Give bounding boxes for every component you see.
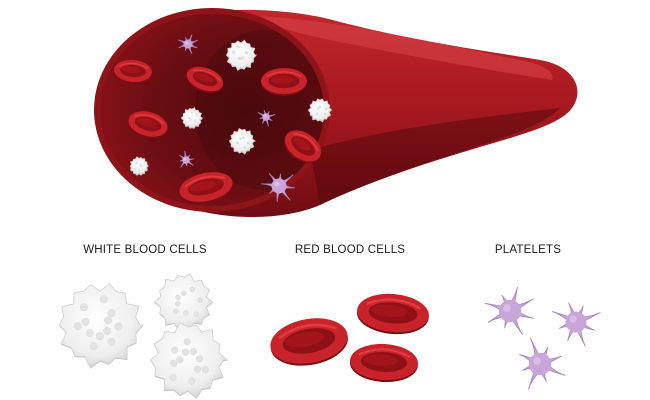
red-blood-cells-label: RED BLOOD CELLS (294, 244, 406, 256)
white-blood-cell-1 (58, 282, 144, 369)
white-blood-cell-2 (153, 273, 214, 332)
white-blood-cells-label: WHITE BLOOD CELLS (83, 244, 207, 256)
vessel-white-cell-2 (180, 107, 204, 129)
vessel-white-cell-4 (228, 128, 257, 155)
vessel-red-cell-5 (283, 130, 322, 164)
white-blood-cells-group (58, 273, 229, 399)
platelets-label: PLATELETS (494, 244, 562, 256)
white-blood-cell-3 (150, 322, 229, 399)
vessel-white-cell-1 (225, 39, 258, 71)
red-blood-cells-group (270, 293, 429, 383)
blood-vessel (94, 8, 578, 218)
vessel-red-cell-6 (179, 172, 233, 204)
vessel-platelet-1 (178, 34, 198, 54)
vessel-platelet-4 (260, 173, 295, 202)
vessel-white-cell-5 (129, 156, 149, 176)
platelets-group (484, 287, 601, 390)
vessel-shadow (310, 108, 560, 205)
platelet-3 (519, 337, 566, 390)
vessel-platelet-3 (179, 150, 195, 168)
vessel-lumen (100, 14, 324, 206)
vessel-red-cell-4 (127, 111, 168, 139)
platelet-2 (551, 302, 601, 347)
vessel-highlight (250, 16, 553, 80)
red-blood-cell-3 (349, 343, 418, 383)
platelet-1 (484, 287, 534, 335)
vessel-red-cell-3 (261, 68, 307, 96)
vessel-red-cell-1 (113, 59, 152, 85)
red-blood-cell-2 (356, 293, 429, 335)
vessel-red-cell-2 (186, 66, 224, 94)
vessel-cells (113, 34, 333, 204)
red-blood-cell-1 (270, 318, 348, 366)
vessel-platelet-2 (257, 109, 276, 127)
vessel-white-cell-3 (307, 98, 333, 123)
